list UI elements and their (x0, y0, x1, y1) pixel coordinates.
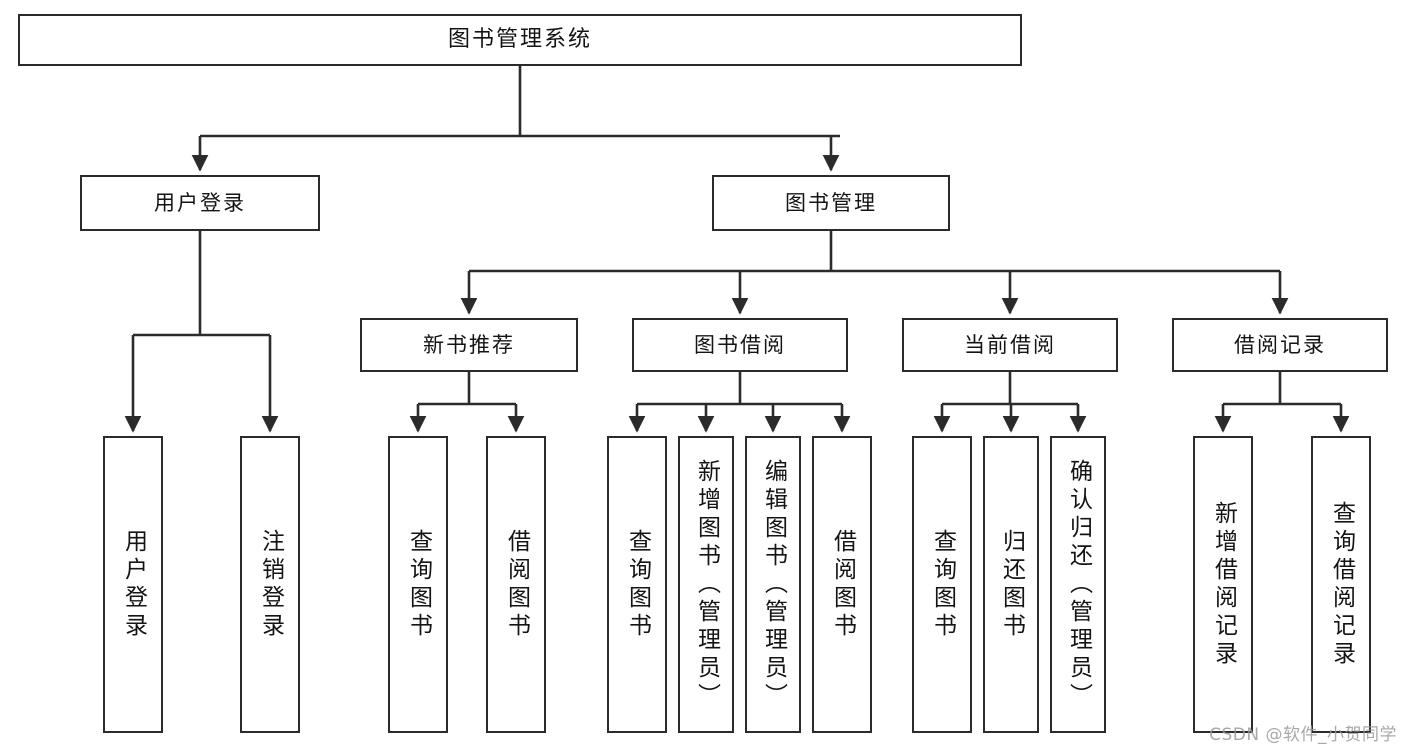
node-leaf-user-login-label: 用户登录 (120, 528, 147, 641)
node-current-borrow-label: 当前借阅 (964, 332, 1056, 357)
node-leaf-query-book-3-label: 查询图书 (929, 528, 956, 641)
node-leaf-borrow-book-2[interactable]: 借阅图书 (812, 436, 872, 733)
node-borrow-records-label: 借阅记录 (1234, 332, 1326, 357)
node-user-login-module-label: 用户登录 (154, 190, 246, 215)
node-leaf-confirm-return-label: 确认归还（管理员） (1065, 458, 1092, 711)
node-leaf-add-book-label: 新增图书（管理员） (693, 458, 720, 711)
node-leaf-add-book[interactable]: 新增图书（管理员） (678, 436, 734, 733)
node-leaf-query-book-2[interactable]: 查询图书 (607, 436, 667, 733)
node-leaf-return-book[interactable]: 归还图书 (983, 436, 1039, 733)
node-book-borrow-label: 图书借阅 (694, 332, 786, 357)
node-leaf-edit-book[interactable]: 编辑图书（管理员） (745, 436, 801, 733)
node-leaf-return-book-label: 归还图书 (998, 528, 1025, 641)
node-leaf-logout[interactable]: 注销登录 (240, 436, 300, 733)
node-leaf-logout-label: 注销登录 (257, 528, 284, 641)
node-leaf-borrow-book-2-label: 借阅图书 (829, 528, 856, 641)
node-leaf-edit-book-label: 编辑图书（管理员） (760, 458, 787, 711)
node-root[interactable]: 图书管理系统 (18, 14, 1022, 66)
node-book-borrow[interactable]: 图书借阅 (632, 318, 848, 372)
node-leaf-query-record-label: 查询借阅记录 (1328, 500, 1355, 669)
node-leaf-user-login[interactable]: 用户登录 (103, 436, 163, 733)
node-book-management-module-label: 图书管理 (785, 190, 877, 215)
node-root-label: 图书管理系统 (447, 27, 592, 53)
node-leaf-query-record[interactable]: 查询借阅记录 (1311, 436, 1371, 733)
node-new-book-recommend-label: 新书推荐 (423, 332, 515, 357)
node-leaf-confirm-return[interactable]: 确认归还（管理员） (1050, 436, 1106, 733)
node-book-management-module[interactable]: 图书管理 (712, 175, 950, 231)
node-current-borrow[interactable]: 当前借阅 (902, 318, 1118, 372)
node-user-login-module[interactable]: 用户登录 (80, 175, 320, 231)
node-leaf-query-book-3[interactable]: 查询图书 (912, 436, 972, 733)
node-leaf-borrow-book-1-label: 借阅图书 (503, 528, 530, 641)
node-leaf-query-book-1[interactable]: 查询图书 (388, 436, 448, 733)
csdn-watermark: CSDN @软件_小贺同学 (1209, 725, 1397, 745)
node-new-book-recommend[interactable]: 新书推荐 (360, 318, 578, 372)
node-leaf-add-record-label: 新增借阅记录 (1210, 500, 1237, 669)
node-leaf-query-book-1-label: 查询图书 (405, 528, 432, 641)
node-borrow-records[interactable]: 借阅记录 (1172, 318, 1388, 372)
node-leaf-borrow-book-1[interactable]: 借阅图书 (486, 436, 546, 733)
node-leaf-add-record[interactable]: 新增借阅记录 (1193, 436, 1253, 733)
node-leaf-query-book-2-label: 查询图书 (624, 528, 651, 641)
